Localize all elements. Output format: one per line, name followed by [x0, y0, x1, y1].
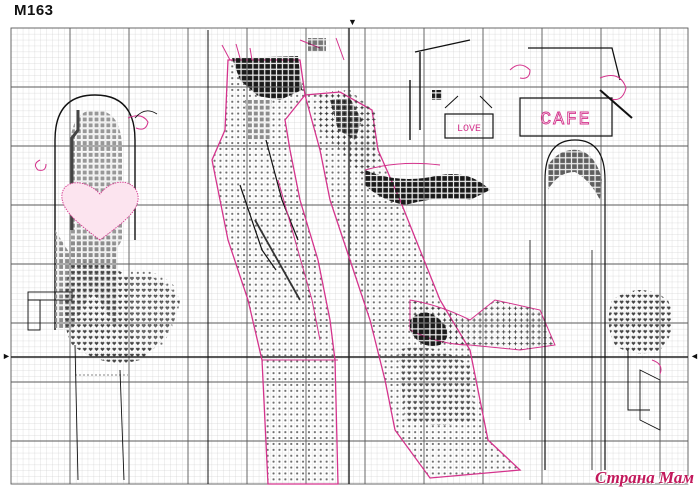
center-marker-top: ▼: [348, 17, 357, 27]
man-figure: [211, 43, 339, 485]
right-archway: [529, 139, 673, 470]
center-marker-right: ◄: [690, 351, 699, 361]
love-sign: LOVE: [409, 39, 494, 140]
pattern-code: M163: [14, 2, 54, 19]
center-marker-left: ►: [2, 351, 11, 361]
woman-figure: [299, 37, 556, 479]
love-sign-text: LOVE: [457, 124, 481, 135]
cafe-sign: CAFE: [509, 47, 633, 137]
heart-outline: [61, 181, 139, 241]
cafe-sign-text: CAFE: [540, 110, 591, 130]
watermark: Страна Мам: [594, 468, 694, 487]
left-doorway-motif: [27, 94, 180, 481]
